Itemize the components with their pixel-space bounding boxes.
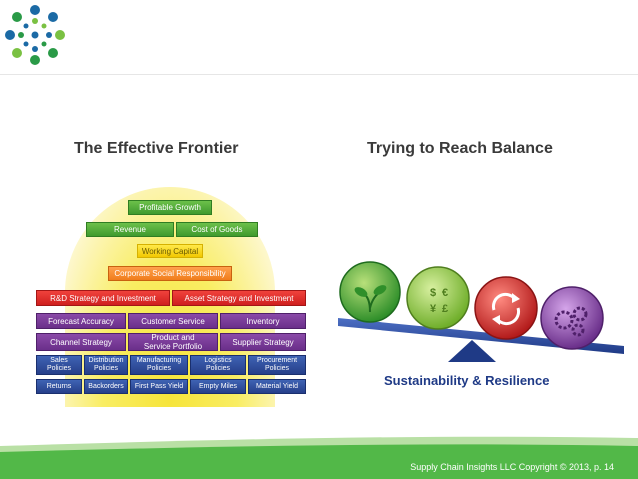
box-cost-of-goods: Cost of Goods: [176, 222, 258, 237]
cycle-ball-icon: [475, 277, 537, 339]
frontier-diagram: Profitable Growth Revenue Cost of Goods …: [32, 182, 310, 402]
box-distribution-policies: Distribution Policies: [84, 355, 128, 375]
box-logistics-policies: Logistics Policies: [190, 355, 246, 375]
fulcrum: [448, 340, 496, 362]
box-empty-miles: Empty Miles: [190, 379, 246, 394]
box-sales-policies: Sales Policies: [36, 355, 82, 375]
box-returns: Returns: [36, 379, 82, 394]
balance-caption: Sustainability & Resilience: [384, 373, 549, 388]
box-material-yield: Material Yield: [248, 379, 306, 394]
currency-euro: €: [442, 287, 448, 299]
box-first-pass-yield: First Pass Yield: [130, 379, 188, 394]
currency-dollar: $: [430, 287, 436, 299]
box-procurement-policies: Procurement Policies: [248, 355, 306, 375]
box-inventory: Inventory: [220, 313, 306, 329]
currency-yen: ¥: [430, 303, 437, 315]
box-rd-strategy: R&D Strategy and Investment: [36, 290, 170, 306]
box-supplier-strategy: Supplier Strategy: [220, 333, 306, 351]
heading-effective-frontier: The Effective Frontier: [74, 140, 238, 158]
box-product-portfolio: Product and Service Portfolio: [128, 333, 218, 351]
balance-scale: GROWTH $ € ¥ £ PROFITABILITY CYCLE COMPL…: [332, 236, 628, 394]
box-revenue: Revenue: [86, 222, 174, 237]
header-divider: [0, 74, 638, 75]
profitability-ball-icon: $ € ¥ £: [407, 267, 469, 329]
box-backorders: Backorders: [84, 379, 128, 394]
box-csr: Corporate Social Responsibility: [108, 266, 232, 281]
box-asset-strategy: Asset Strategy and Investment: [172, 290, 306, 306]
box-forecast-accuracy: Forecast Accuracy: [36, 313, 126, 329]
complexity-ball-icon: [541, 287, 603, 349]
dots-logo-icon: [4, 4, 66, 66]
box-manufacturing-policies: Manufacturing Policies: [130, 355, 188, 375]
box-profitable-growth: Profitable Growth: [128, 200, 212, 215]
cycle-label: CYCLE: [482, 261, 510, 277]
growth-ball-icon: [340, 262, 400, 322]
box-working-capital: Working Capital: [137, 244, 203, 258]
currency-pound: £: [442, 303, 448, 315]
heading-reach-balance: Trying to Reach Balance: [367, 140, 553, 158]
footer-copyright: Supply Chain Insights LLC Copyright © 20…: [410, 462, 614, 472]
box-channel-strategy: Channel Strategy: [36, 333, 126, 351]
box-customer-service: Customer Service: [128, 313, 218, 329]
